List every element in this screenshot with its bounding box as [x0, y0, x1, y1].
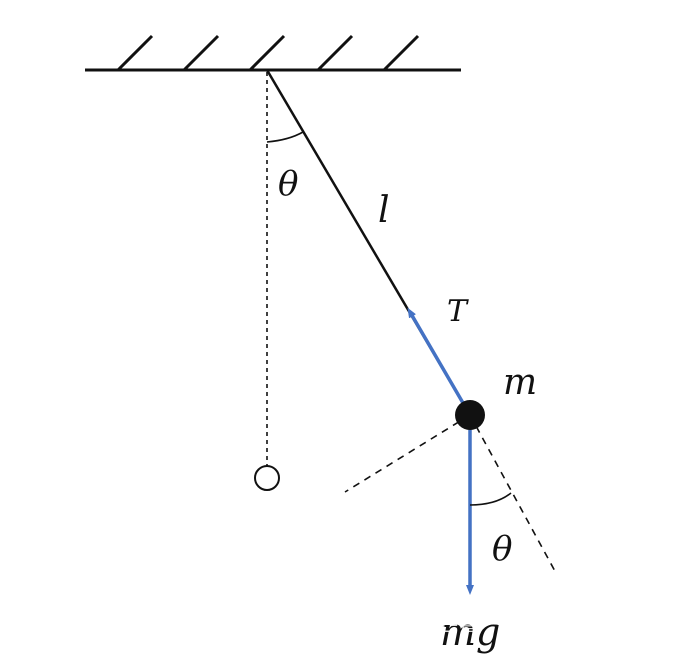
length-label: l [378, 190, 390, 231]
bottom-angle-arc [469, 492, 512, 506]
hatch-mark [248, 34, 286, 72]
ceiling-support [85, 34, 461, 72]
theta-top-label: θ [278, 164, 298, 204]
tension-label: T [447, 294, 469, 329]
top-angle-arc [266, 131, 304, 143]
gravity-label: mg [440, 610, 500, 654]
tension-vector [407, 307, 472, 416]
hatch-mark [316, 34, 354, 72]
theta-bottom-label: θ [492, 529, 512, 569]
hatch-mark [382, 34, 420, 72]
tangent-dashed-line [344, 414, 471, 493]
mass-bob [455, 400, 485, 430]
mass-label: m [503, 362, 537, 403]
hatch-mark [182, 34, 220, 72]
watermark-text: 知乎 @贺木匠-曹 [318, 612, 479, 636]
equilibrium-bob [254, 465, 280, 491]
radial-dashed-line [469, 414, 557, 574]
hatch-mark [116, 34, 154, 72]
